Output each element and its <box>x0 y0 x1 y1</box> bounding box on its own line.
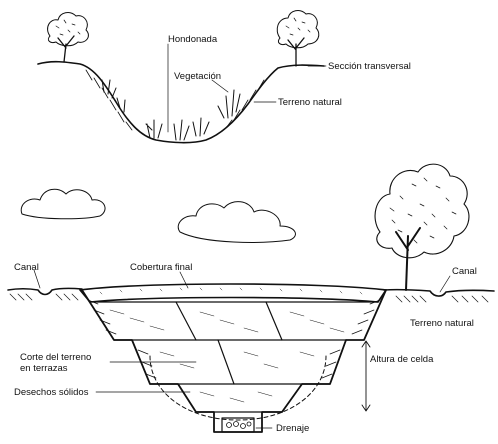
pit-outline-left <box>81 289 387 433</box>
canal-hatching <box>9 293 489 303</box>
label-natural-ground-top: Terreno natural <box>278 97 342 108</box>
label-canal-left: Canal <box>14 262 39 273</box>
label-hollow: Hondonada <box>168 34 218 45</box>
label-canal-right: Canal <box>452 266 477 277</box>
label-terrace-cut-1: Corte del terreno <box>20 352 91 363</box>
final-cover-layer <box>79 283 387 303</box>
label-cross-section: Sección transversal <box>328 61 411 72</box>
waste-cell-texture <box>109 309 345 403</box>
final-cover-stipple <box>99 287 363 295</box>
cloud-icon <box>177 201 296 243</box>
hollow-vegetation <box>101 79 241 141</box>
tree-icon <box>47 12 89 63</box>
canal-left-leader <box>33 269 41 289</box>
label-terrace-cut-2: en terrazas <box>20 363 68 374</box>
tree-icon <box>374 163 470 291</box>
label-solid-waste: Desechos sólidos <box>14 387 89 398</box>
label-final-cover: Cobertura final <box>130 262 192 273</box>
waste-cells <box>91 301 379 413</box>
canal-right-leader <box>439 275 451 293</box>
tree-icon <box>276 10 320 67</box>
label-vegetation: Vegetación <box>174 71 221 82</box>
label-cell-height: Altura de celda <box>370 354 434 365</box>
cloud-icon <box>20 188 106 220</box>
cell-height-arrow <box>361 340 371 412</box>
clouds <box>20 188 296 243</box>
label-drainage: Drenaje <box>276 423 309 434</box>
landfill-ground-surface-right <box>383 288 495 297</box>
drainage-gravel <box>226 421 252 429</box>
landfill-cross-section: Canal Cobertura final Canal Terreno natu… <box>7 163 495 434</box>
final-cover-leader <box>179 271 189 289</box>
hollow-ground-profile <box>37 60 325 144</box>
liner-dashed-curve <box>149 355 327 421</box>
drainage-pipe <box>221 417 255 433</box>
label-natural-ground-bottom: Terreno natural <box>410 318 474 329</box>
landfill-ground-surface <box>7 287 83 296</box>
hollow-slope-hatching <box>85 69 265 131</box>
vegetation-leader <box>211 79 229 93</box>
hollow-cross-section: Hondonada Vegetación Sección transversal… <box>37 10 411 144</box>
